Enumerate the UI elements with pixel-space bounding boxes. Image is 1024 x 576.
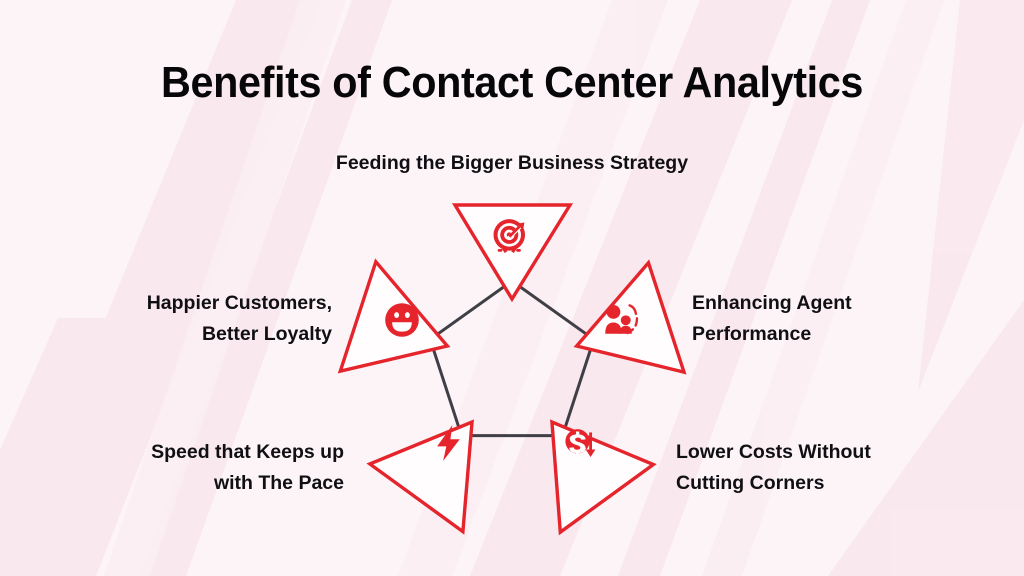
segment-top (451, 203, 574, 303)
segment-label-bottom-right: Lower Costs Without Cutting Corners (676, 441, 871, 494)
segment-bottom-right (550, 419, 657, 536)
segment-label-bottom-left: Speed that Keeps up with The Pace (151, 441, 344, 494)
triangle-bottom-right (550, 419, 657, 536)
center-pentagon (428, 279, 596, 438)
target-arrow-icon (493, 219, 526, 253)
segment-label-top: Feeding the Bigger Business Strategy (335, 152, 689, 174)
triangle-right (573, 259, 687, 375)
segment-label-left: Happier Customers, Better Loyalty (146, 292, 332, 345)
segment-label-right: Enhancing Agent Performance (692, 292, 852, 345)
dollar-down-arrow-icon (565, 429, 596, 458)
page-title: Benefits of Contact Center Analytics (161, 58, 863, 107)
lightning-bolt-icon (437, 425, 460, 461)
segment-right (573, 259, 687, 375)
smiley-face-icon (385, 303, 419, 337)
agents-people-icon (605, 304, 639, 335)
